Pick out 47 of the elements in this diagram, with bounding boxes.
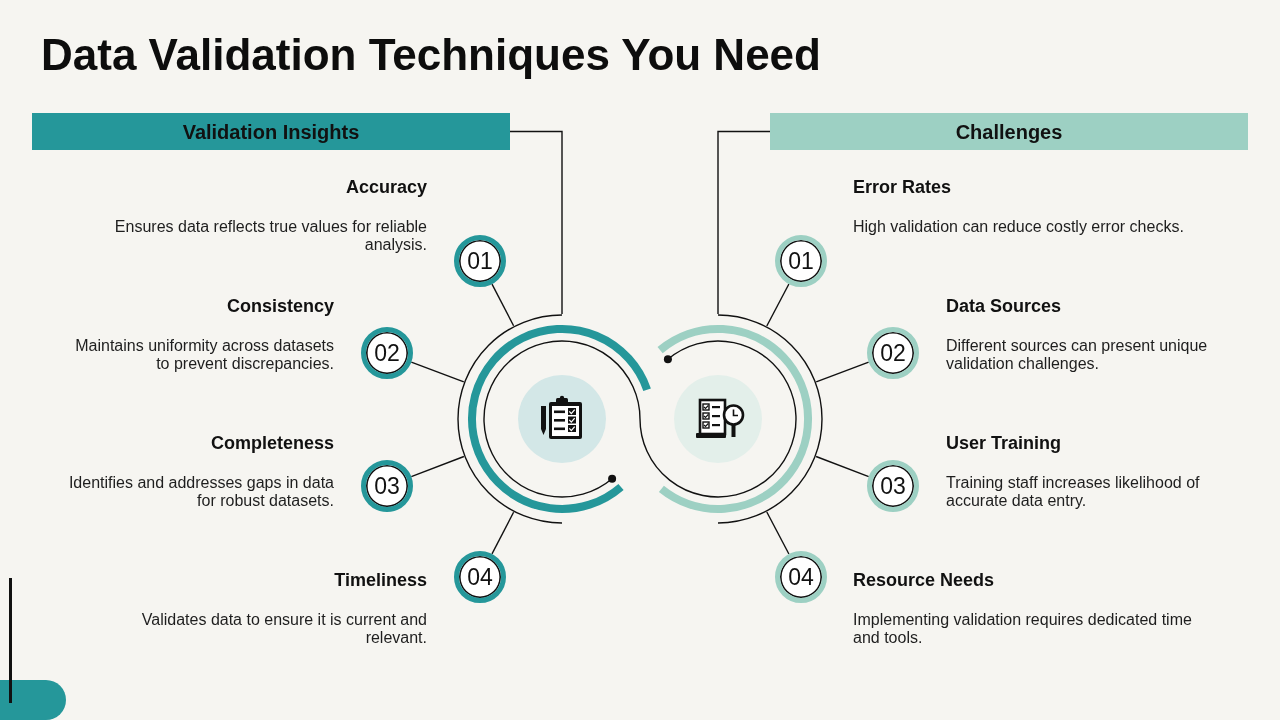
item-description: Identifies and addresses gaps in data for robust datasets. — [67, 474, 334, 510]
step-number: 01 — [788, 248, 814, 274]
step-number: 02 — [880, 340, 906, 366]
item-description: High validation can reduce costly error checks. — [853, 218, 1185, 236]
item-title: Resource Needs — [853, 569, 995, 591]
step-number: 03 — [880, 473, 906, 499]
connector-line — [410, 455, 465, 478]
connector-line — [509, 130, 563, 315]
number-circle — [867, 460, 919, 512]
item-description: Ensures data reflects true values for reliable analysis. — [113, 218, 427, 254]
step-number: 03 — [374, 473, 400, 499]
connector-line — [410, 361, 465, 383]
step-number: 01 — [467, 248, 493, 274]
number-circle — [361, 327, 413, 379]
header-bar — [770, 113, 1248, 150]
number-circle — [867, 327, 919, 379]
item-description: Validates data to ensure it is current and relevant. — [140, 611, 427, 647]
item-description: Different sources can present unique validation challenges. — [946, 337, 1209, 373]
connector-line — [766, 511, 790, 555]
connector-line — [766, 283, 790, 327]
connector-line — [491, 283, 515, 327]
number-circle — [454, 551, 506, 603]
number-circle — [775, 551, 827, 603]
item-title: Data Sources — [946, 295, 1062, 317]
section-heading: Challenges — [955, 119, 1063, 144]
section-heading: Validation Insights — [182, 119, 360, 144]
item-description: Implementing validation requires dedicated time and tools. — [853, 611, 1193, 647]
item-title: Error Rates — [853, 176, 952, 198]
item-description: Training staff increases likelihood of accurate data entry. — [946, 474, 1201, 510]
item-title: Accuracy — [345, 176, 427, 198]
item-title: Timeliness — [334, 569, 427, 591]
step-number: 04 — [467, 564, 493, 590]
connector-line — [815, 361, 870, 383]
number-circle — [454, 235, 506, 287]
number-circle — [361, 460, 413, 512]
item-title: Consistency — [226, 295, 334, 317]
item-title: Completeness — [210, 432, 334, 454]
connector-line — [815, 455, 870, 478]
step-number: 02 — [374, 340, 400, 366]
connector-line — [491, 511, 515, 555]
item-title: User Training — [946, 432, 1062, 454]
slide-title: Data Validation Techniques You Need — [41, 31, 821, 79]
header-bar — [32, 113, 510, 150]
number-circle — [775, 235, 827, 287]
item-description: Maintains uniformity across datasets to prevent discrepancies. — [74, 337, 334, 373]
step-number: 04 — [788, 564, 814, 590]
connector-line — [717, 130, 771, 315]
